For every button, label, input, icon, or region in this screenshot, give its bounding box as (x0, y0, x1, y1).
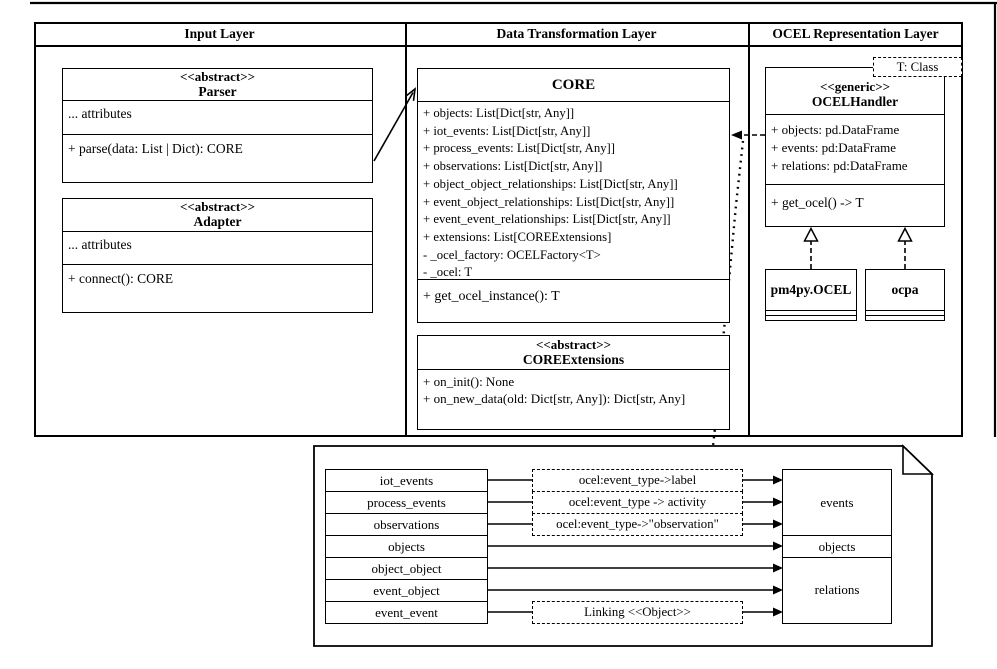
parser-to-core-arrowhead (405, 87, 417, 101)
attribute-line: - _ocel: T (423, 265, 473, 280)
objects-arrowhead (773, 541, 783, 551)
class-parser: <<abstract>> Parser ... attributes + par… (62, 68, 373, 183)
attribute-line: + objects: pd.DataFrame (771, 122, 900, 137)
mapping-transform-label: ocel:event_type->label (532, 468, 743, 492)
parser-methods: + parse(data: List | Dict): CORE (63, 134, 372, 182)
mapping-target-objects: objects (782, 535, 892, 558)
core-extensions-stereotype: <<abstract>> (535, 336, 612, 352)
events-arrowhead-3 (773, 519, 783, 529)
ocel-representation-layer-title: OCEL Representation Layer (772, 26, 939, 41)
class-ocel-handler: <<generic>> OCELHandler + objects: pd.Da… (765, 67, 945, 227)
ocpa-name: ocpa (891, 282, 919, 297)
adapter-methods: + connect(): CORE (63, 264, 372, 312)
class-core-extensions: <<abstract>> COREExtensions + on_init():… (417, 335, 730, 430)
pm4py-title: pm4py.OCEL (766, 270, 856, 310)
mapping-transform-observation: ocel:event_type->"observation" (532, 512, 743, 536)
relations-arrowhead-1 (773, 563, 783, 573)
class-ocpa: ocpa (865, 269, 945, 321)
core-attributes: + objects: List[Dict[str, Any]] + iot_ev… (418, 101, 729, 279)
attribute-line: + object_object_relationships: List[Dict… (423, 176, 678, 191)
adapter-stereotype: <<abstract>> (179, 199, 256, 214)
mapping-source-observations: observations (325, 513, 488, 536)
core-extensions-methods: + on_init(): None + on_new_data(old: Dic… (418, 369, 729, 429)
note-fold-corner (902, 444, 934, 475)
class-pm4py-ocel: pm4py.OCEL (765, 269, 857, 321)
core-extensions-title: <<abstract>> COREExtensions (418, 336, 729, 369)
mapping-transform-activity: ocel:event_type -> activity (532, 490, 743, 514)
relations-arrowhead-3 (773, 607, 783, 617)
data-transformation-layer-title: Data Transformation Layer (496, 26, 657, 41)
ocel-handler-methods: + get_ocel() -> T (766, 184, 944, 226)
ocel-handler-attributes: + objects: pd.DataFrame + events: pd:Dat… (766, 114, 944, 184)
layer-divider-2 (748, 22, 750, 437)
mapping-target-events: events (782, 469, 892, 537)
mapping-source-event-object: event_object (325, 579, 488, 602)
mapping-source-iot-events: iot_events (325, 469, 488, 492)
attribute-line: + objects: List[Dict[str, Any]] (423, 106, 575, 120)
layers-frame (34, 22, 963, 437)
parser-name: Parser (198, 83, 237, 99)
ocel-handler-name: OCELHandler (811, 94, 899, 109)
ocel-handler-stereotype: <<generic>> (819, 79, 891, 94)
ocel-handler-title: <<generic>> OCELHandler (766, 68, 944, 114)
ocpa-methods-compartment (866, 315, 944, 320)
input-layer-title: Input Layer (184, 26, 255, 41)
class-core: CORE + objects: List[Dict[str, Any]] + i… (417, 68, 730, 323)
pm4py-realization-triangle (803, 226, 819, 242)
core-methods: + get_ocel_instance(): T (418, 279, 729, 322)
parser-stereotype: <<abstract>> (179, 68, 256, 84)
ocpa-attributes-compartment (866, 310, 944, 315)
mapping-transform-linking-object: Linking <<Object>> (532, 600, 743, 624)
class-adapter: <<abstract>> Adapter ... attributes + co… (62, 198, 373, 313)
mapping-source-objects: objects (325, 535, 488, 558)
adapter-name: Adapter (193, 214, 242, 229)
dependency-to-note-dotted-line (711, 140, 745, 447)
mapping-target-relations: relations (782, 556, 892, 624)
attribute-line: + event_object_relationships: List[Dict[… (423, 194, 675, 209)
attribute-line: + process_events: List[Dict[str, Any]] (423, 141, 615, 156)
method-line: + on_new_data(old: Dict[str, Any]): Dict… (423, 391, 686, 406)
method-line: + on_init(): None (423, 374, 515, 389)
ocpa-title: ocpa (866, 270, 944, 310)
layer-header-underline (34, 45, 963, 47)
core-name: CORE (551, 77, 596, 93)
core-extensions-name: COREExtensions (522, 351, 625, 367)
parser-attributes: ... attributes (63, 100, 372, 134)
type-parameter-box: T: Class (873, 57, 962, 77)
parser-title: <<abstract>> Parser (63, 69, 372, 100)
events-arrowhead-2 (773, 497, 783, 507)
attribute-line: + events: pd:DataFrame (771, 140, 897, 155)
attribute-line: + observations: List[Dict[str, Any]] (423, 159, 603, 174)
core-title: CORE (418, 69, 729, 101)
pm4py-methods-compartment (766, 315, 856, 320)
pm4py-name: pm4py.OCEL (770, 282, 852, 297)
pm4py-attributes-compartment (766, 310, 856, 315)
mapping-source-process-events: process_events (325, 491, 488, 514)
attribute-line: + relations: pd:DataFrame (771, 158, 908, 173)
layer-divider-1 (405, 22, 407, 437)
ocpa-realization-triangle (897, 226, 913, 242)
ocelhandler-to-core-arrowhead (731, 130, 742, 140)
attribute-line: - _ocel_factory: OCELFactory<T> (423, 247, 601, 262)
events-arrowhead-1 (773, 475, 783, 485)
attribute-line: + iot_events: List[Dict[str, Any]] (423, 123, 591, 138)
attribute-line: + extensions: List[COREExtensions] (423, 229, 612, 244)
mapping-source-object-object: object_object (325, 557, 488, 580)
adapter-title: <<abstract>> Adapter (63, 199, 372, 231)
mapping-source-event-event: event_event (325, 601, 488, 624)
attribute-line: + event_event_relationships: List[Dict[s… (423, 212, 671, 227)
adapter-attributes: ... attributes (63, 231, 372, 264)
relations-arrowhead-2 (773, 585, 783, 595)
